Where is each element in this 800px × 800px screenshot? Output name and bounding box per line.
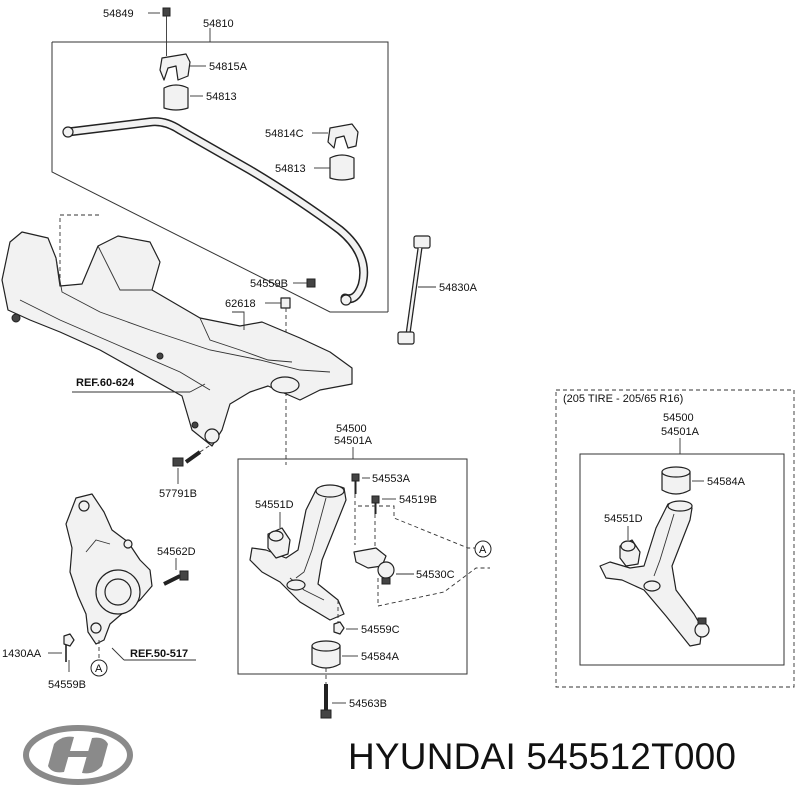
lower-arm-group-frame: [237, 458, 468, 675]
ref-50-517-label: REF.50-517: [130, 648, 188, 660]
nut-54559b-top-icon: [306, 278, 316, 288]
inset-label-54501a: 54501A: [661, 426, 700, 438]
ref-60-624-label: REF.60-624: [76, 377, 135, 389]
label-54500: 54500: [336, 423, 367, 435]
label-54530c: 54530C: [416, 569, 455, 581]
stabilizer-group-frame-left: [51, 42, 388, 313]
label-54559b-top: 54559B: [250, 278, 288, 290]
inset-title: (205 TIRE - 205/65 R16): [563, 393, 683, 405]
steering-knuckle-icon: [65, 493, 153, 645]
label-54813-top: 54813: [206, 91, 237, 103]
label-54562d: 54562D: [157, 546, 196, 558]
inset-205-tire-frame: [555, 389, 795, 688]
inset-label-54500: 54500: [663, 412, 694, 424]
inset-label-54551d: 54551D: [604, 513, 643, 525]
bracket-54815a-icon: [159, 53, 191, 81]
nut-62618-icon: [280, 297, 291, 309]
bolt-54553a-icon: [351, 473, 360, 494]
label-54849: 54849: [103, 8, 134, 20]
stabilizer-group-frame: [52, 41, 389, 312]
nut-54559c-icon: [333, 621, 345, 635]
stabilizer-link-54830a-icon: [397, 235, 431, 345]
inset-label-54584a: 54584A: [707, 476, 746, 488]
circle-a-marker-right: A: [474, 540, 492, 558]
label-54814c: 54814C: [265, 128, 304, 140]
label-54563b: 54563B: [349, 698, 387, 710]
bushing-54813-right-icon: [329, 154, 355, 181]
nut-54559b-bottom-icon: [63, 633, 75, 647]
label-54559b-bottom: 54559B: [48, 679, 86, 691]
label-54553a: 54553A: [372, 473, 411, 485]
label-57791b: 57791B: [159, 488, 197, 500]
svg-text:A: A: [479, 544, 487, 556]
circle-a-marker-left: A: [90, 659, 108, 677]
label-62618: 62618: [225, 298, 256, 310]
bracket-54814c-icon: [327, 123, 359, 149]
label-1430aa: 1430AA: [2, 648, 42, 660]
svg-text:A: A: [95, 663, 103, 675]
inset-bushing-54584a-icon: [661, 466, 691, 495]
inset-lower-arm-icon: [599, 500, 710, 647]
label-54813-right: 54813: [275, 163, 306, 175]
bushing-54813-top-icon: [163, 84, 189, 111]
ball-joint-54530c-icon: [353, 547, 395, 585]
hyundai-logo-icon: [23, 725, 133, 785]
label-54559c: 54559C: [361, 624, 400, 636]
bushing-54584a-icon: [311, 640, 341, 669]
label-54551d: 54551D: [255, 499, 294, 511]
label-54584a: 54584A: [361, 651, 400, 663]
label-54810: 54810: [203, 18, 234, 30]
bolt-54562d-icon: [163, 570, 189, 586]
subframe-crossmember-icon: [1, 231, 353, 447]
bolt-57791b-icon: [172, 450, 202, 467]
bolt-54849-icon: [162, 7, 171, 56]
lower-control-arm-icon: [249, 484, 347, 621]
brand-part-number-caption: HYUNDAI 545512T000: [348, 736, 737, 777]
bolt-54563b-icon: [320, 684, 332, 719]
label-54519b: 54519B: [399, 494, 437, 506]
label-54815a: 54815A: [209, 61, 248, 73]
inset-arm-frame: [579, 453, 785, 666]
bolt-54519b-icon: [371, 495, 380, 514]
label-54830a: 54830A: [439, 282, 478, 294]
label-54501a: 54501A: [334, 435, 373, 447]
